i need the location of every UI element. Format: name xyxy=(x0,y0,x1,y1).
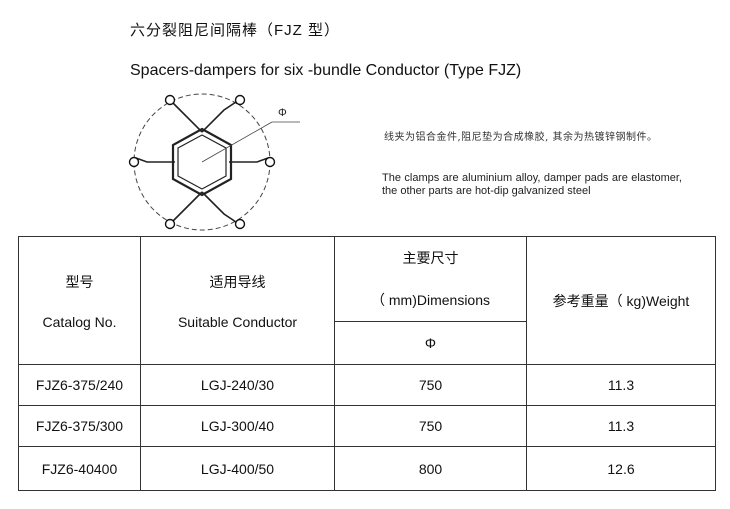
page-title-cn: 六分裂阻尼间隔棒（FJZ 型） xyxy=(130,22,340,39)
header-weight: 参考重量（ kg)Weight xyxy=(526,236,716,365)
header-dimensions-cn: 主要尺寸 xyxy=(402,250,459,266)
cell-diameter: 800 xyxy=(334,446,527,491)
header-conductor-cn: 适用导线 xyxy=(209,273,266,290)
clamp-left xyxy=(128,156,140,168)
cell-diameter: 750 xyxy=(334,364,527,406)
clamp-top-right xyxy=(234,94,246,106)
spacer-damper-drawing: Φ xyxy=(128,93,300,231)
cell-model: FJZ6-40400 xyxy=(18,446,141,491)
cell-weight: 11.3 xyxy=(526,405,716,447)
clamp-right xyxy=(264,156,276,168)
spec-table: 型号 Catalog No. 适用导线 Suitable Conductor 主… xyxy=(18,236,716,491)
header-dimensions-en: （ mm)Dimensions xyxy=(370,292,490,308)
arm-top-left xyxy=(171,101,203,133)
header-dimensions: 主要尺寸 （ mm)Dimensions xyxy=(334,236,527,322)
header-model-cn: 型号 xyxy=(65,273,94,290)
cell-model: FJZ6-375/300 xyxy=(18,405,141,447)
cell-conductor: LGJ-300/40 xyxy=(140,405,335,447)
cell-diameter: 750 xyxy=(334,405,527,447)
table-row: FJZ6-40400 LGJ-400/50 800 12.6 xyxy=(18,446,716,491)
table-header-row: 型号 Catalog No. 适用导线 Suitable Conductor 主… xyxy=(18,236,716,365)
arm-left xyxy=(135,157,175,163)
description-en: The clamps are aluminium alloy, damper p… xyxy=(382,172,682,197)
clamp-top-left xyxy=(164,94,176,106)
cell-conductor: LGJ-240/30 xyxy=(140,364,335,406)
clamp-bottom-left xyxy=(164,218,176,230)
cell-weight: 11.3 xyxy=(526,364,716,406)
cell-model: FJZ6-375/240 xyxy=(18,364,141,406)
page-title-en: Spacers-dampers for six -bundle Conducto… xyxy=(130,62,522,79)
dimension-symbol: Φ xyxy=(278,107,287,119)
header-model: 型号 Catalog No. xyxy=(18,236,141,365)
table-row: FJZ6-375/240 LGJ-240/30 750 11.3 xyxy=(18,364,716,406)
arm-top-right xyxy=(201,101,237,133)
header-dimensions-phi: Φ xyxy=(334,321,527,365)
clamp-bottom-right xyxy=(234,218,246,230)
header-conductor-en: Suitable Conductor xyxy=(177,313,298,330)
header-conductor: 适用导线 Suitable Conductor xyxy=(140,236,335,365)
description-cn: 线夹为铝合金件,阻尼垫为合成橡胶, 其余为热镀锌钢制件。 xyxy=(384,132,658,143)
arm-right xyxy=(229,157,269,163)
table-row: FJZ6-375/300 LGJ-300/40 750 11.3 xyxy=(18,405,716,447)
cell-conductor: LGJ-400/50 xyxy=(140,446,335,491)
cell-weight: 12.6 xyxy=(526,446,716,491)
arm-bottom-left xyxy=(171,191,203,223)
dimension-leader xyxy=(201,121,273,163)
header-model-en: Catalog No. xyxy=(42,313,117,330)
arm-bottom-right xyxy=(201,191,237,223)
